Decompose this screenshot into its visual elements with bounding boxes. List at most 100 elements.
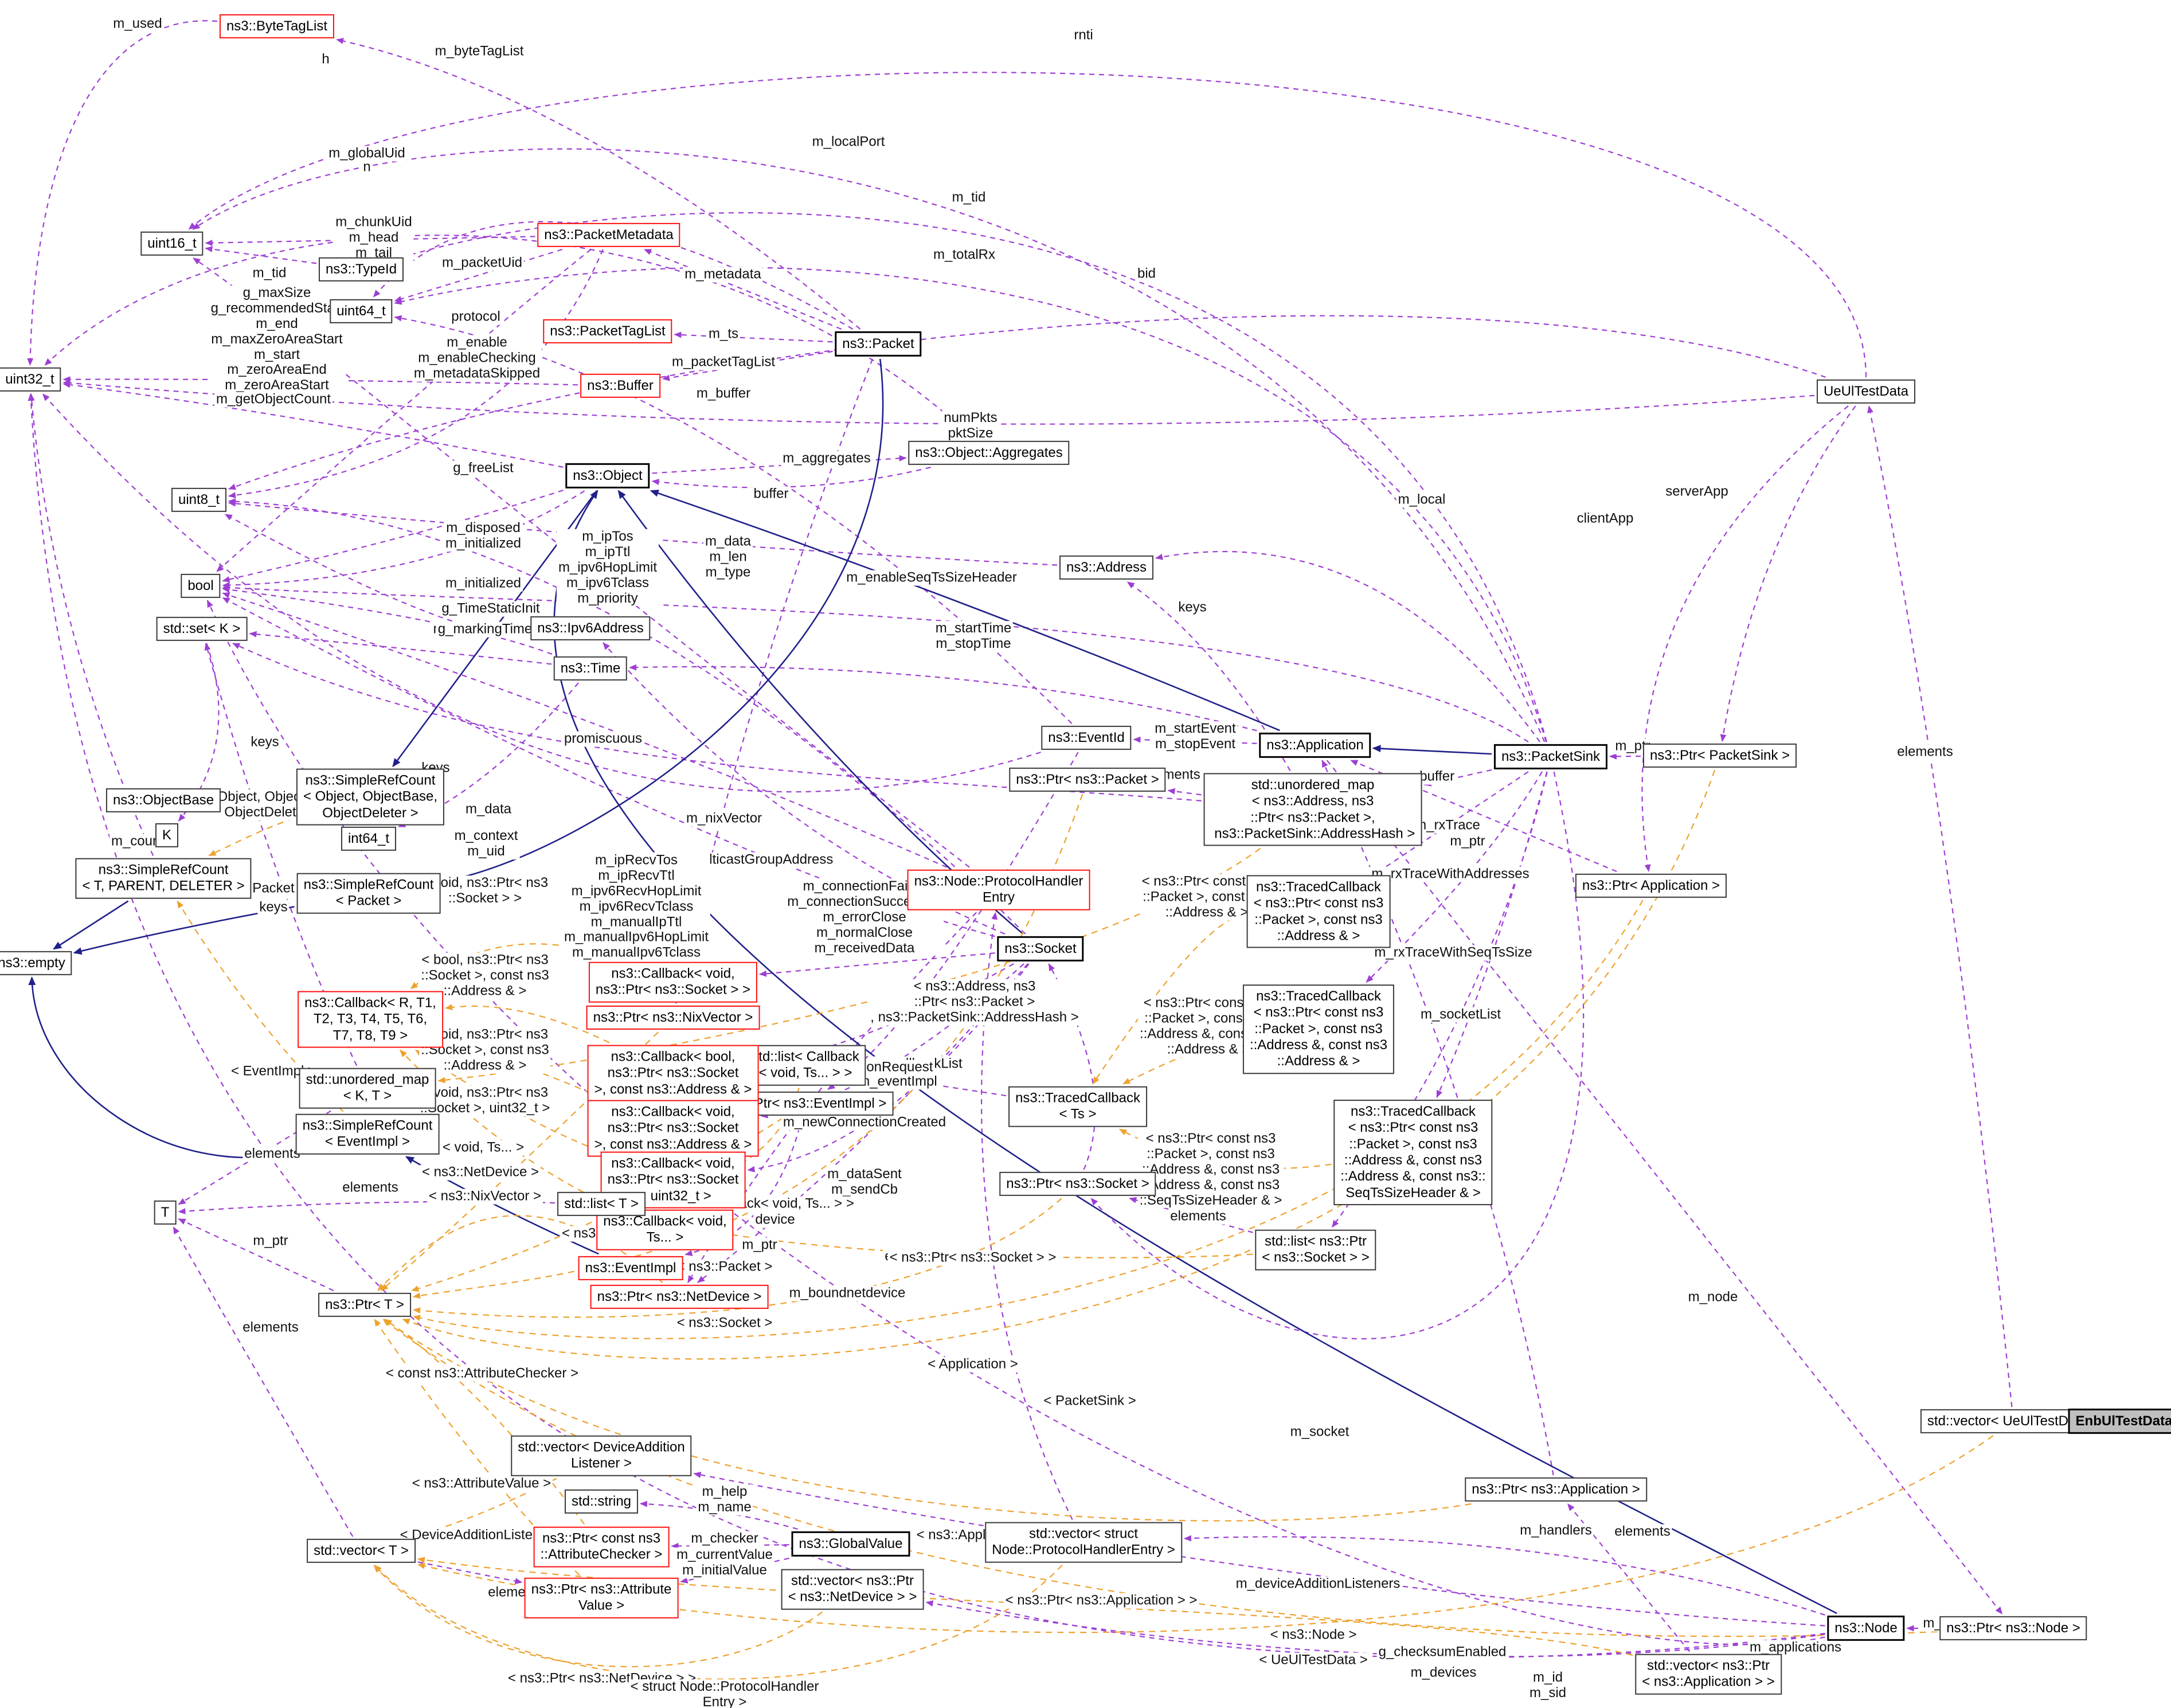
class-node-ptrPacketSink[interactable]: ns3::Ptr< PacketSink > xyxy=(1642,743,1797,768)
class-node-globalValue[interactable]: ns3::GlobalValue xyxy=(791,1531,910,1557)
class-node-socket[interactable]: ns3::Socket xyxy=(997,936,1084,962)
relation-edge xyxy=(1155,550,1541,742)
relation-edge xyxy=(680,1557,789,1584)
class-node-int64[interactable]: int64_t xyxy=(341,826,397,851)
relation-edge xyxy=(28,976,294,1158)
class-node-srcEventImpl[interactable]: ns3::SimpleRefCount < EventImpl > xyxy=(295,1113,440,1155)
class-node-bool[interactable]: bool xyxy=(181,573,221,599)
class-node-srcPacket[interactable]: ns3::SimpleRefCount < Packet > xyxy=(296,873,441,914)
edge-label: protocol xyxy=(449,309,502,325)
relation-edge xyxy=(647,1216,1253,1258)
class-node-ptrNs3App[interactable]: ns3::Ptr< ns3::Application > xyxy=(1465,1477,1647,1502)
class-node-vecDevAdd[interactable]: std::vector< DeviceAddition Listener > xyxy=(511,1435,692,1476)
class-node-buffer[interactable]: ns3::Buffer xyxy=(580,373,660,398)
edge-label: g_freeList xyxy=(451,460,515,476)
class-node-byteTagList[interactable]: ns3::ByteTagList xyxy=(219,14,335,39)
relation-edge xyxy=(662,350,833,381)
class-node-tc3[interactable]: ns3::TracedCallback < ns3::Ptr< const ns… xyxy=(1333,1100,1493,1205)
class-node-cbVoidSocket[interactable]: ns3::Callback< void, ns3::Ptr< ns3::Sock… xyxy=(588,962,758,1003)
class-node-uint16[interactable]: uint16_t xyxy=(140,231,204,256)
class-node-packetMetadata[interactable]: ns3::PacketMetadata xyxy=(537,222,680,248)
class-node-T[interactable]: T xyxy=(154,1200,177,1225)
class-node-eventImpl[interactable]: ns3::EventImpl xyxy=(578,1256,683,1281)
relation-edge xyxy=(374,1319,580,1576)
class-node-setK[interactable]: std::set< K > xyxy=(156,616,248,642)
class-node-ptrConstAttrChecker[interactable]: ns3::Ptr< const ns3 ::AttributeChecker > xyxy=(533,1526,670,1568)
class-node-srcTPD[interactable]: ns3::SimpleRefCount < T, PARENT, DELETER… xyxy=(75,858,252,899)
class-node-tcTs[interactable]: ns3::TracedCallback < Ts > xyxy=(1008,1086,1147,1127)
class-node-address[interactable]: ns3::Address xyxy=(1059,555,1154,580)
edge-label: m_eventImpl xyxy=(856,1074,939,1090)
class-node-listCb[interactable]: std::list< Callback < void, Ts... > > xyxy=(745,1045,866,1086)
edge-label: m_context m_uid xyxy=(452,828,520,859)
edge-label: g_maxSize g_recommendedStart m_end m_max… xyxy=(209,285,345,394)
class-node-object[interactable]: ns3::Object xyxy=(565,463,650,489)
class-node-ptrAttrValue[interactable]: ns3::Ptr< ns3::Attribute Value > xyxy=(524,1577,679,1619)
class-node-tc1[interactable]: ns3::TracedCallback < ns3::Ptr< const ns… xyxy=(1246,875,1391,948)
class-node-cbR[interactable]: ns3::Callback< R, T1, T2, T3, T4, T5, T6… xyxy=(298,991,443,1048)
class-node-time[interactable]: ns3::Time xyxy=(553,656,628,681)
relation-edge xyxy=(417,1561,523,1584)
relation-edge xyxy=(373,1565,823,1667)
class-node-node[interactable]: ns3::Node xyxy=(1827,1615,1905,1641)
class-node-ptrNixVector[interactable]: ns3::Ptr< ns3::NixVector > xyxy=(586,1005,760,1030)
class-node-ptrApplication[interactable]: ns3::Ptr< Application > xyxy=(1575,873,1727,898)
relation-edge xyxy=(53,900,129,950)
class-node-packet[interactable]: ns3::Packet xyxy=(835,331,922,357)
class-node-srcObject[interactable]: ns3::SimpleRefCount < Object, ObjectBase… xyxy=(296,768,445,826)
edge-label: elements xyxy=(341,1180,400,1196)
edge-label: m_globalUid xyxy=(327,146,407,162)
relation-edge xyxy=(1321,760,1554,1476)
class-node-ptrNetDevice[interactable]: ns3::Ptr< ns3::NetDevice > xyxy=(590,1284,769,1310)
class-node-uint32[interactable]: uint32_t xyxy=(0,367,61,392)
relation-edge xyxy=(441,358,884,884)
edge-label: m_startEvent m_stopEvent xyxy=(1153,721,1238,752)
class-node-ipv6Address[interactable]: ns3::Ipv6Address xyxy=(530,616,651,641)
class-node-cbVoidAddr[interactable]: ns3::Callback< void, ns3::Ptr< ns3::Sock… xyxy=(587,1100,759,1157)
class-node-tc2[interactable]: ns3::TracedCallback < ns3::Ptr< const ns… xyxy=(1242,984,1395,1074)
class-node-ptrT[interactable]: ns3::Ptr< T > xyxy=(318,1292,411,1318)
class-node-vecPtrApp[interactable]: std::vector< ns3::Ptr < ns3::Application… xyxy=(1635,1654,1782,1695)
class-node-application[interactable]: ns3::Application xyxy=(1259,732,1371,759)
class-node-typeId[interactable]: ns3::TypeId xyxy=(318,257,404,282)
edge-label: m_newConnectionCreated xyxy=(781,1115,948,1131)
edge-label: m_nixVector xyxy=(684,811,764,827)
class-node-umapKT[interactable]: std::unordered_map < K, T > xyxy=(299,1068,436,1109)
class-node-aggregates[interactable]: ns3::Object::Aggregates xyxy=(908,440,1070,466)
class-node-ptrPacket[interactable]: ns3::Ptr< ns3::Packet > xyxy=(1009,767,1166,792)
edge-label: m_ipRecvTos m_ipRecvTtl m_ipv6RecvHopLim… xyxy=(562,853,711,976)
class-node-empty[interactable]: ns3::empty xyxy=(0,951,72,976)
class-node-K[interactable]: K xyxy=(155,823,179,848)
relation-edge xyxy=(208,818,295,857)
relation-edge xyxy=(693,1471,1825,1627)
class-node-eventId[interactable]: ns3::EventId xyxy=(1041,725,1132,751)
class-node-packetSink[interactable]: ns3::PacketSink xyxy=(1493,744,1608,770)
class-node-stdString[interactable]: std::string xyxy=(564,1489,639,1514)
class-node-vecPtrNetDevice[interactable]: std::vector< ns3::Ptr < ns3::NetDevice >… xyxy=(781,1569,924,1610)
class-node-ptrSocketMid[interactable]: ns3::Ptr< ns3::Socket > xyxy=(999,1171,1156,1197)
class-node-vecT[interactable]: std::vector< T > xyxy=(307,1538,416,1564)
class-node-listT[interactable]: std::list< T > xyxy=(557,1191,646,1217)
class-node-enbUlTestData[interactable]: EnbUlTestData xyxy=(2068,1408,2171,1435)
relation-edge xyxy=(206,600,1825,1646)
class-node-uint8[interactable]: uint8_t xyxy=(171,487,227,513)
class-node-addrMap[interactable]: std::unordered_map < ns3::Address, ns3 :… xyxy=(1203,773,1422,846)
class-node-cbBool[interactable]: ns3::Callback< bool, ns3::Ptr< ns3::Sock… xyxy=(587,1045,759,1102)
edge-label: m_startTime m_stopTime xyxy=(933,620,1014,652)
relation-edge xyxy=(1372,745,1492,755)
class-node-packetTagList[interactable]: ns3::PacketTagList xyxy=(543,319,672,344)
relation-edge xyxy=(674,331,833,343)
class-node-ptrNode[interactable]: ns3::Ptr< ns3::Node > xyxy=(1939,1616,2087,1641)
relation-edge xyxy=(629,664,1257,732)
class-node-vecPH[interactable]: std::vector< struct Node::ProtocolHandle… xyxy=(985,1522,1182,1563)
class-node-listPtrSocket[interactable]: std::list< ns3::Ptr < ns3::Socket > > xyxy=(1255,1229,1376,1271)
edge-label: < PacketSink > xyxy=(1042,1393,1138,1409)
relation-edge xyxy=(1326,760,2003,1615)
class-node-ueUlTestData[interactable]: UeUlTestData xyxy=(1816,379,1916,404)
relation-edge xyxy=(44,234,974,439)
relation-edge xyxy=(188,72,1867,378)
class-node-phEntry[interactable]: ns3::Node::ProtocolHandler Entry xyxy=(907,869,1090,910)
class-node-objectBase[interactable]: ns3::ObjectBase xyxy=(105,788,221,813)
class-node-uint64[interactable]: uint64_t xyxy=(330,299,393,324)
